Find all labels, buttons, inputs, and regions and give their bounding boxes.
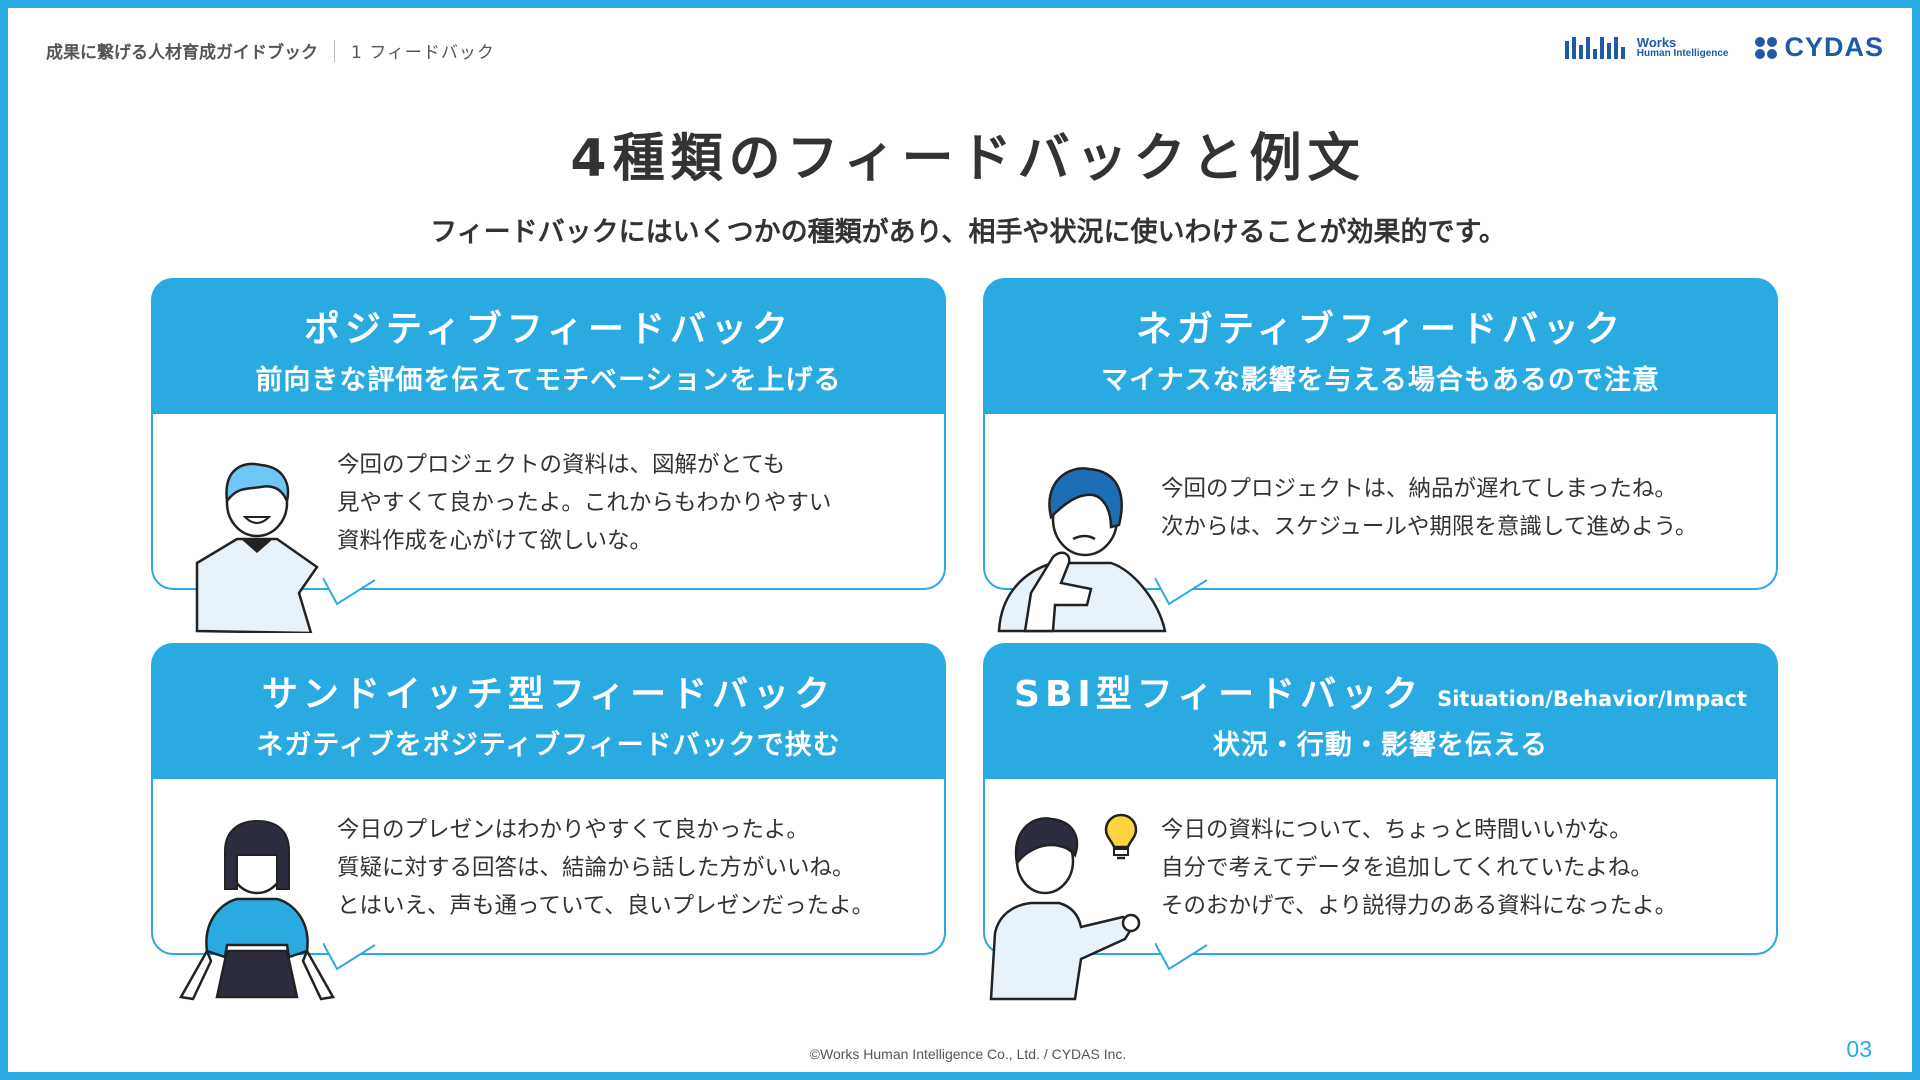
example-line: 今回のプロジェクトの資料は、図解がとても [337,452,786,478]
lightbulb-icon [1104,813,1138,860]
card-header: SBI型フィードバック Situation/Behavior/Impact 状況・… [983,643,1778,779]
section-label: 1 フィードバック [351,43,495,63]
card-sandwich-feedback: サンドイッチ型フィードバック ネガティブをポジティブフィードバックで挟む 今日の… [151,643,946,1001]
example-line: 今日のプレゼンはわかりやすくて良かったよ。 [337,817,809,843]
works-logo-subtext: Human Intelligence [1636,47,1729,59]
card-description: 前向きな評価を伝えてモチベーションを上げる [255,365,842,396]
breadcrumb: 成果に繋げる人材育成ガイドブック 1 フィードバック [46,38,495,63]
works-logo-text: Works [1636,34,1677,50]
copyright: ©Works Human Intelligence Co., Ltd. / CY… [809,1046,1127,1062]
card-heading: サンドイッチ型フィードバック [261,674,836,715]
page-title: 4種類のフィードバックと例文 [570,129,1366,189]
card-positive-feedback: ポジティブフィードバック 前向きな評価を伝えてモチベーションを上げる 今回のプロ… [151,278,946,633]
card-heading-sub: Situation/Behavior/Impact [1437,687,1747,711]
book-title: 成果に繋げる人材育成ガイドブック [46,43,318,63]
card-example-text: 今回のプロジェクトの資料は、図解がとても 見やすくて良かったよ。これからもわかり… [337,446,831,560]
card-heading-main: SBI型フィードバック [1014,674,1424,715]
card-example-text: 今日の資料について、ちょっと時間いいかな。 自分で考えてデータを追加してくれてい… [1161,811,1677,925]
card-description: ネガティブをポジティブフィードバックで挟む [256,730,841,761]
card-heading: ポジティブフィードバック [303,309,794,350]
thinking-person-icon [997,467,1167,633]
card-sbi-feedback: SBI型フィードバック Situation/Behavior/Impact 状況・… [983,643,1778,1001]
card-header: ポジティブフィードバック 前向きな評価を伝えてモチベーションを上げる [151,278,946,414]
page-number: 03 [1846,1036,1872,1062]
logo-area: Works Human Intelligence CYDAS [1564,32,1884,63]
works-logo-icon [1564,36,1625,59]
cydas-logo-icon [1755,36,1778,59]
example-line: そのおかげで、より説得力のある資料になったよ。 [1161,893,1678,919]
example-line: 次からは、スケジュールや期限を意識して進めよう。 [1161,514,1698,540]
woman-person-icon [179,819,335,1001]
pointing-person-icon [989,817,1141,1001]
card-heading: SBI型フィードバック Situation/Behavior/Impact [983,665,1778,717]
speech-bubble-tail [1155,943,1208,971]
card-example-text: 今日のプレゼンはわかりやすくて良かったよ。 質疑に対する回答は、結論から話した方… [337,811,874,925]
card-description: マイナスな影響を与える場合もあるので注意 [1101,365,1660,396]
example-line: 自分で考えてデータを追加してくれていたよね。 [1161,855,1653,881]
card-heading: ネガティブフィードバック [1135,309,1626,350]
card-example-text: 今回のプロジェクトは、納品が遅れてしまったね。 次からは、スケジュールや期限を意… [1161,470,1697,546]
speech-bubble-tail [323,578,376,606]
example-line: 今日の資料について、ちょっと時間いいかな。 [1161,817,1632,843]
example-line: とはいえ、声も通っていて、良いプレゼンだったよ。 [337,893,875,919]
cydas-logo-text: CYDAS [1784,32,1884,62]
example-line: 資料作成を心がけて欲しいな。 [337,528,653,554]
card-header: ネガティブフィードバック マイナスな影響を与える場合もあるので注意 [983,278,1778,414]
page-subtitle: フィードバックにはいくつかの種類があり、相手や状況に使いわけることが効果的です。 [430,217,1506,248]
card-header: サンドイッチ型フィードバック ネガティブをポジティブフィードバックで挟む [151,643,946,779]
example-line: 質疑に対する回答は、結論から話した方がいいね。 [337,855,855,881]
breadcrumb-divider [334,39,335,62]
card-description: 状況・行動・影響を伝える [1212,730,1549,761]
smiling-person-icon [195,462,319,633]
works-logo: Works Human Intelligence [1564,34,1729,61]
example-line: 今回のプロジェクトは、納品が遅れてしまったね。 [1161,476,1677,502]
speech-bubble-tail [323,943,376,971]
example-line: 見やすくて良かったよ。これからもわかりやすい [337,490,832,516]
speech-bubble-tail [1155,578,1208,606]
cydas-logo: CYDAS [1754,32,1884,63]
card-negative-feedback: ネガティブフィードバック マイナスな影響を与える場合もあるので注意 今回のプロジ… [983,278,1778,633]
